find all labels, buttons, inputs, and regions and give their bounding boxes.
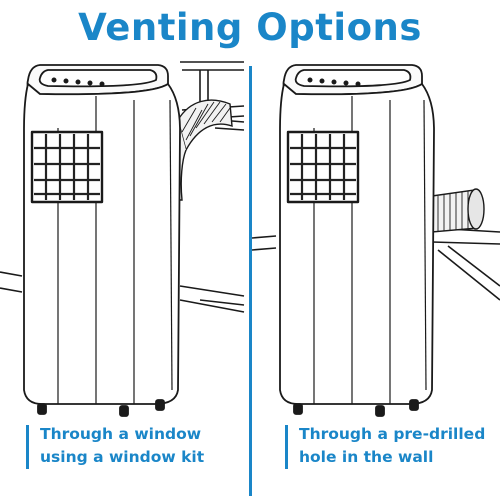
wall-vent-illustration bbox=[252, 64, 500, 417]
caption-line: using a window kit bbox=[40, 448, 205, 466]
panel-divider bbox=[249, 66, 252, 496]
portable-air-conditioner-icon bbox=[279, 64, 435, 417]
caption-line: Through a pre-drilled bbox=[299, 425, 486, 443]
caption-line: Through a window bbox=[40, 425, 202, 443]
page-title: Venting Options bbox=[78, 6, 422, 49]
caption-accent-bar-right bbox=[285, 425, 288, 469]
window-vent-illustration bbox=[0, 61, 245, 417]
portable-air-conditioner-icon bbox=[23, 64, 181, 417]
caption-accent-bar-left bbox=[26, 425, 29, 469]
window-vent-hose-icon bbox=[175, 99, 233, 201]
caption-line: hole in the wall bbox=[299, 448, 434, 466]
caption-wall-hole: Through a pre-drilled hole in the wall bbox=[299, 423, 485, 469]
caption-window-kit: Through a window using a window kit bbox=[40, 423, 204, 469]
wall-vent-hose-icon bbox=[431, 188, 485, 233]
